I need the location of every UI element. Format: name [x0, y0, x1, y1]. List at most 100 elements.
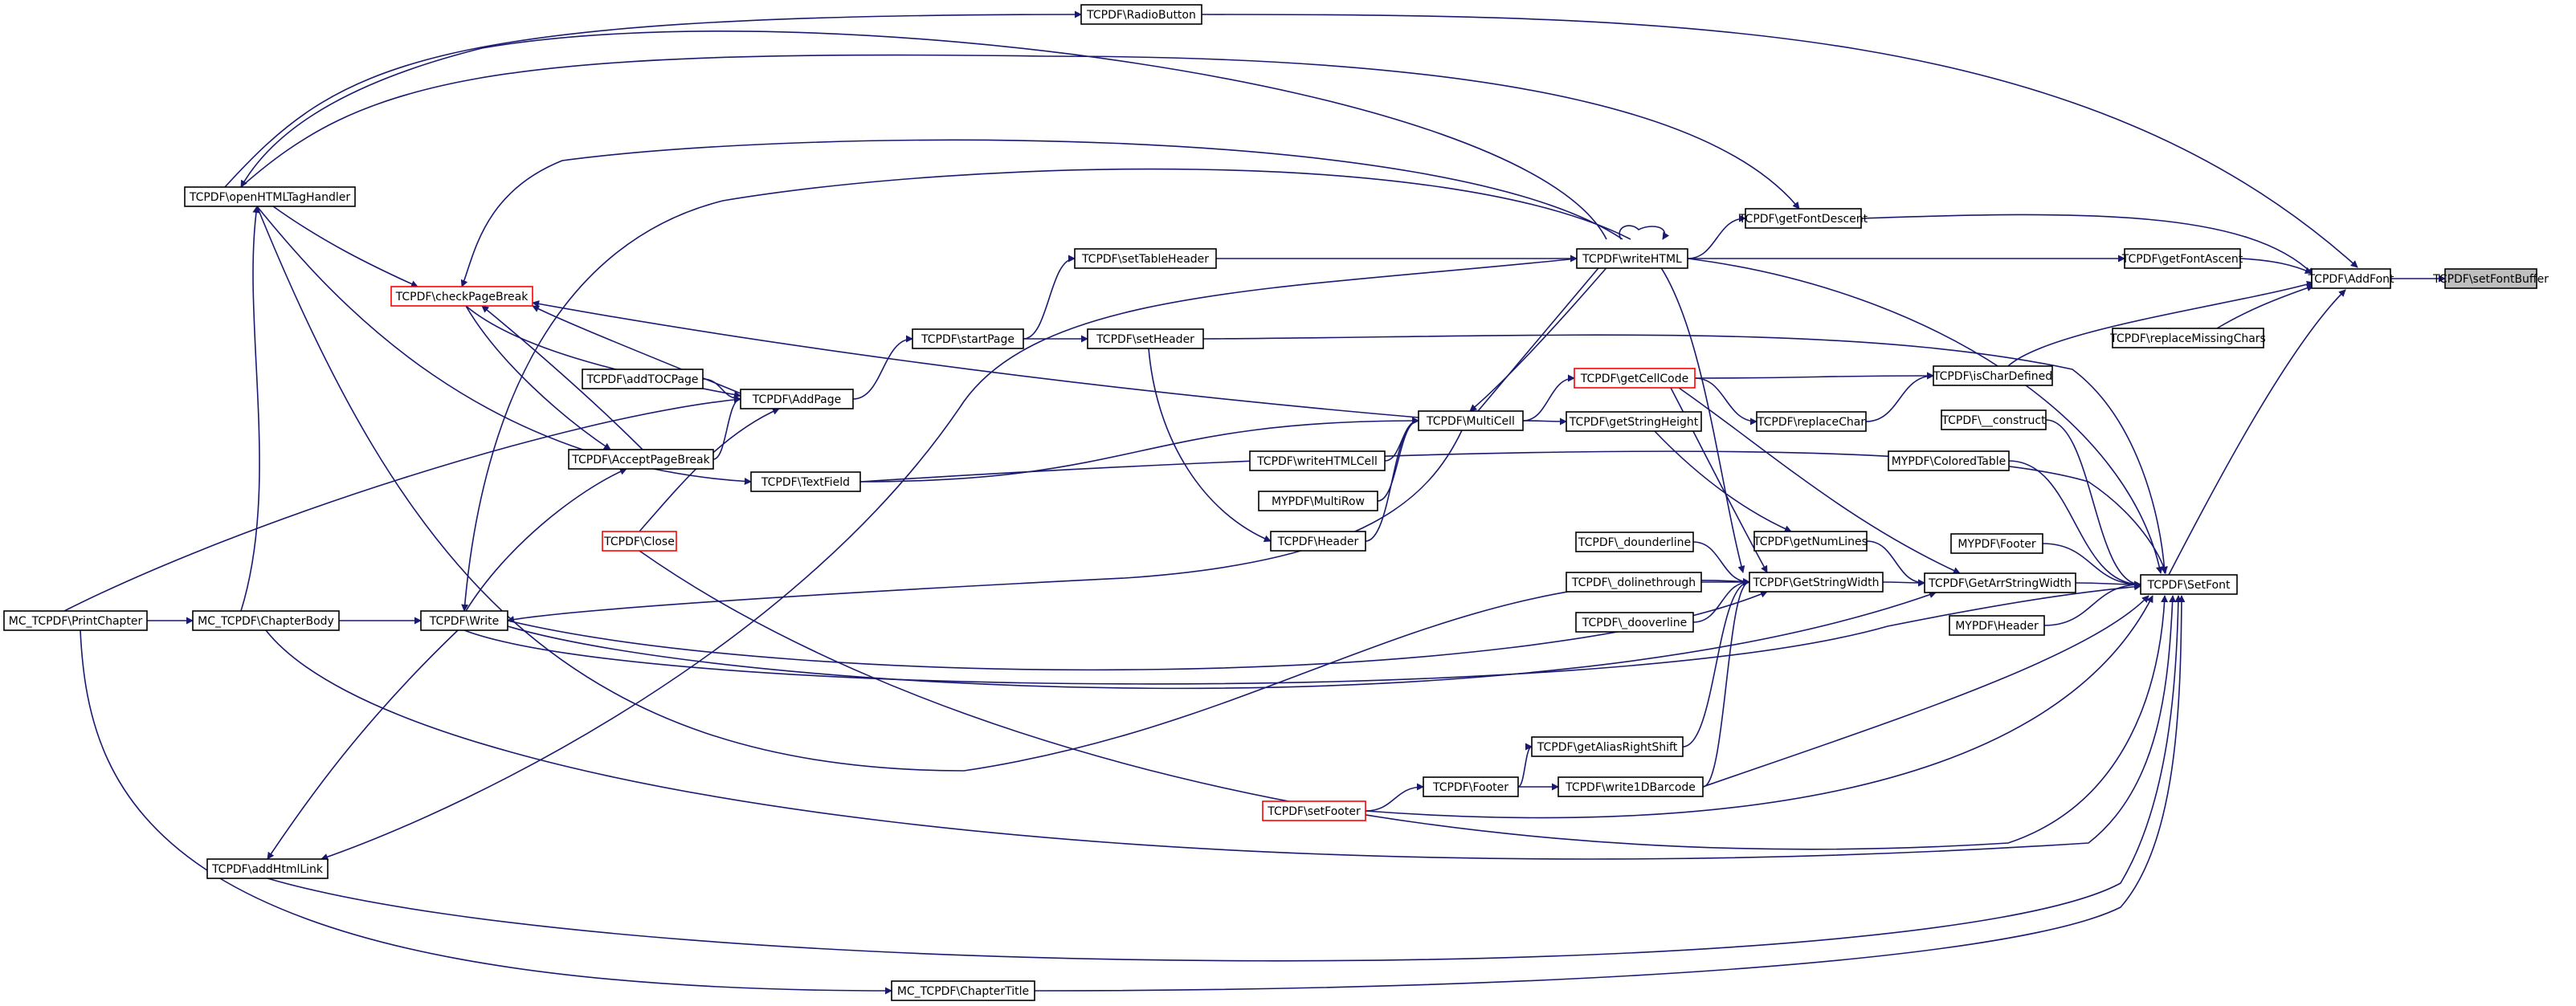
node-box[interactable] [1423, 776, 1519, 797]
node-box[interactable] [1087, 328, 1204, 349]
node-getStringHeight[interactable]: TCPDF\getStringHeight [1566, 411, 1702, 432]
node-ChapterBody[interactable]: MC_TCPDF\ChapterBody [192, 610, 340, 631]
node-box[interactable] [420, 610, 508, 631]
node-setTableHeader[interactable]: TCPDF\setTableHeader [1074, 248, 1217, 269]
node-box[interactable] [184, 186, 356, 207]
node-box[interactable] [2311, 268, 2391, 289]
node-box[interactable] [602, 531, 677, 552]
node-box[interactable] [1270, 531, 1366, 552]
node-dolinethrough[interactable]: TCPDF\_dolinethrough [1566, 572, 1702, 593]
node-box[interactable] [2112, 328, 2264, 348]
node-TCPDFHeader[interactable]: TCPDF\Header [1270, 531, 1366, 552]
node-TCPDFFooter[interactable]: TCPDF\Footer [1423, 776, 1519, 797]
node-AddFont[interactable]: TCPDF\AddFont [2307, 268, 2394, 289]
node-getCellCode[interactable]: TCPDF\getCellCode [1574, 368, 1696, 389]
node-box[interactable] [1080, 4, 1202, 25]
node-isCharDefined[interactable]: TCPDF\isCharDefined [1933, 365, 2053, 386]
node-GetArrStringWidth[interactable]: TCPDF\GetArrStringWidth [1924, 572, 2076, 593]
node-box[interactable] [390, 286, 533, 307]
node-RadioButton[interactable]: TCPDF\RadioButton [1080, 4, 1202, 25]
node-box[interactable] [1566, 411, 1702, 432]
node-GetStringWidth[interactable]: TCPDF\GetStringWidth [1749, 572, 1884, 593]
node-box[interactable] [1262, 800, 1366, 821]
node-dooverline[interactable]: TCPDF\_dooverline [1575, 612, 1694, 633]
node-ChapterTitle[interactable]: MC_TCPDF\ChapterTitle [891, 980, 1035, 1001]
node-PrintChapter[interactable]: MC_TCPDF\PrintChapter [3, 610, 148, 631]
node-label: TCPDF\addHtmlLink [211, 863, 324, 876]
node-replaceMissingChars[interactable]: TCPDF\replaceMissingChars [2109, 328, 2266, 348]
node-setFooter[interactable]: TCPDF\setFooter [1262, 800, 1366, 821]
node-box[interactable] [192, 610, 340, 631]
node-Write[interactable]: TCPDF\Write [420, 610, 508, 631]
node-writeHTML[interactable]: TCPDF\writeHTML [1576, 248, 1688, 269]
node-box[interactable] [3, 610, 148, 631]
node-startPage[interactable]: TCPDF\startPage [912, 328, 1024, 349]
node-getNumLines[interactable]: TCPDF\getNumLines [1753, 531, 1868, 552]
node-box[interactable] [1531, 736, 1684, 757]
node-box[interactable] [1933, 365, 2053, 386]
node-box[interactable] [1888, 450, 2010, 471]
node-box[interactable] [1566, 572, 1702, 593]
node-box[interactable] [582, 369, 704, 389]
node-write1DBarcode[interactable]: TCPDF\write1DBarcode [1557, 776, 1704, 797]
node-TextField[interactable]: TCPDF\TextField [750, 471, 861, 492]
node-box[interactable] [1249, 450, 1386, 471]
node-box[interactable] [2124, 248, 2241, 269]
node-box[interactable] [1557, 776, 1704, 797]
node-SetFont[interactable]: TCPDF\SetFont [2140, 574, 2238, 595]
node-checkPageBreak[interactable]: TCPDF\checkPageBreak [390, 286, 533, 307]
node-box[interactable] [1574, 368, 1696, 389]
node-setHeader[interactable]: TCPDF\setHeader [1087, 328, 1204, 349]
edge-GetArrStringWidth-to-SetFont [2075, 580, 2141, 589]
node-box[interactable] [2444, 268, 2537, 289]
node-replaceChar[interactable]: TCPDF\replaceChar [1756, 411, 1867, 432]
node-box[interactable] [1924, 572, 2076, 593]
node-AddPage[interactable]: TCPDF\AddPage [740, 389, 854, 409]
edge-MYPDFFooter-to-SetFont [2042, 543, 2141, 589]
node-AcceptPageBreak[interactable]: TCPDF\AcceptPageBreak [568, 449, 714, 470]
edge-write1DBarcode-to-SetFont [1702, 595, 2149, 788]
node-box[interactable] [1575, 532, 1694, 552]
node-box[interactable] [750, 471, 861, 492]
node-box[interactable] [1749, 572, 1884, 593]
edge-getCellCode-to-replaceChar [1694, 377, 1757, 426]
node-addTOCPage[interactable]: TCPDF\addTOCPage [582, 369, 704, 389]
node-box[interactable] [1753, 531, 1868, 552]
node-box[interactable] [1418, 410, 1524, 431]
node-openHTMLTagHandler[interactable]: TCPDF\openHTMLTagHandler [184, 186, 356, 207]
node-box[interactable] [1074, 248, 1217, 269]
node-Close[interactable]: TCPDF\Close [602, 531, 677, 552]
nodes-layer: TCPDF\setFontBufferTCPDF\AddFontTCPDF\ge… [3, 4, 2549, 1001]
edge-startPage-to-setTableHeader [1023, 255, 1076, 340]
node-MultiRow[interactable]: MYPDF\MultiRow [1258, 491, 1378, 511]
node-construct[interactable]: TCPDF\__construct [1941, 409, 2047, 430]
node-box[interactable] [891, 980, 1035, 1001]
node-label: TCPDF\SetFont [2147, 579, 2231, 592]
node-dounderline[interactable]: TCPDF\_dounderline [1575, 532, 1694, 552]
node-writeHTMLCell[interactable]: TCPDF\writeHTMLCell [1249, 450, 1386, 471]
node-setFontBuffer[interactable]: TCPDF\setFontBuffer [2432, 268, 2549, 289]
node-getFontAscent[interactable]: TCPDF\getFontAscent [2121, 248, 2243, 269]
node-label: TCPDF\GetArrStringWidth [1928, 577, 2072, 590]
node-MYPDFHeader[interactable]: MYPDF\Header [1949, 615, 2045, 636]
node-box[interactable] [1941, 409, 2047, 430]
node-box[interactable] [740, 389, 854, 409]
node-box[interactable] [2140, 574, 2238, 595]
node-box[interactable] [1745, 208, 1862, 229]
node-box[interactable] [1949, 615, 2045, 636]
node-box[interactable] [1258, 491, 1378, 511]
node-MultiCell[interactable]: TCPDF\MultiCell [1418, 410, 1524, 431]
node-addHtmlLink[interactable]: TCPDF\addHtmlLink [206, 858, 329, 879]
node-getAliasRightShift[interactable]: TCPDF\getAliasRightShift [1531, 736, 1684, 757]
node-box[interactable] [568, 449, 714, 470]
node-box[interactable] [1575, 612, 1694, 633]
node-box[interactable] [912, 328, 1024, 349]
node-MYPDFFooter[interactable]: MYPDF\Footer [1950, 533, 2043, 554]
node-box[interactable] [206, 858, 329, 879]
node-ColoredTable[interactable]: MYPDF\ColoredTable [1888, 450, 2010, 471]
node-box[interactable] [1576, 248, 1688, 269]
edge-getFontAscent-to-AddFont [2239, 258, 2313, 274]
node-getFontDescent[interactable]: TCPDF\getFontDescent [1738, 208, 1868, 229]
node-box[interactable] [1950, 533, 2043, 554]
node-box[interactable] [1756, 411, 1867, 432]
